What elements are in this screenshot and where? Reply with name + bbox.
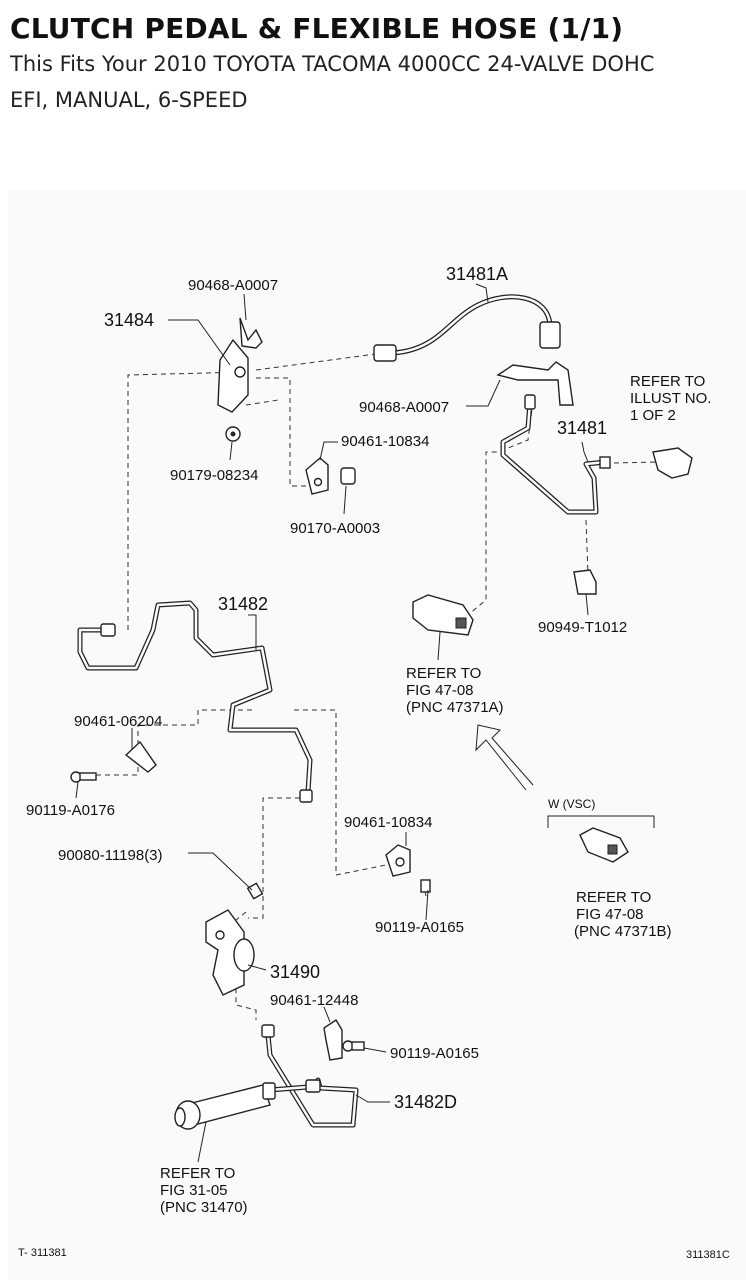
- hose-end-right: [539, 321, 561, 349]
- parts-diagram-drawing: 31481A 90468-A0007 31484 90468-A0007 REF…: [18, 264, 730, 1261]
- label-90461-12448: 90461-12448: [270, 992, 358, 1009]
- label-refer-47371a-2: FIG 47-08: [406, 682, 474, 699]
- dashed-connection-lines: [78, 352, 659, 1051]
- label-90179-08234: 90179-08234: [170, 467, 258, 484]
- label-31481A: 31481A: [446, 264, 508, 284]
- label-31484: 31484: [104, 310, 154, 330]
- clamp-90461-12448: [323, 1019, 343, 1061]
- clip-90468-mid: [496, 361, 574, 406]
- label-90119-a0165-bottom: 90119-A0165: [390, 1045, 479, 1062]
- leader-lines: [75, 283, 589, 1163]
- label-90461-06204: 90461-06204: [74, 713, 162, 730]
- label-refer-illust-3: 1 OF 2: [630, 407, 676, 424]
- label-31481: 31481: [557, 418, 607, 438]
- footer-illustration-id: T- 311381: [18, 1247, 67, 1259]
- page-title: CLUTCH PEDAL & FLEXIBLE HOSE (1/1): [10, 12, 624, 45]
- label-refer-illust-1: REFER TO: [630, 373, 705, 390]
- refer-illust-fitting: [652, 447, 693, 479]
- label-90170-a0003: 90170-A0003: [290, 520, 380, 537]
- label-90468-a0007-mid: 90468-A0007: [359, 399, 449, 416]
- hose-end-left: [373, 344, 397, 362]
- label-90468-a0007-top: 90468-A0007: [188, 277, 278, 294]
- label-90119-a0176: 90119-A0176: [26, 802, 115, 819]
- part-labels: 31481A 90468-A0007 31484 90468-A0007 REF…: [18, 264, 730, 1261]
- connector-47371B: [579, 827, 629, 863]
- parts-shapes: [70, 317, 693, 1130]
- master-cylinder-31490: [205, 909, 245, 996]
- label-refer-3105-2: FIG 31-05: [160, 1182, 228, 1199]
- clamp-90461-06204: [124, 740, 157, 773]
- reference-arrow: [475, 724, 534, 791]
- connector-47371A: [412, 594, 474, 636]
- bolt-90080: [246, 882, 264, 900]
- bolt-90119-A0165-a: [420, 879, 431, 893]
- page-header: CLUTCH PEDAL & FLEXIBLE HOSE (1/1) This …: [0, 0, 746, 190]
- label-31482D: 31482D: [394, 1092, 457, 1112]
- label-refer-47371b-2: FIG 47-08: [576, 906, 644, 923]
- label-90080-11198: 90080-11198(3): [58, 847, 163, 864]
- label-refer-3105-3: (PNC 31470): [160, 1199, 248, 1216]
- label-31482: 31482: [218, 594, 268, 614]
- nut-90170: [340, 467, 356, 485]
- label-refer-3105-1: REFER TO: [160, 1165, 235, 1182]
- parts-diagram: 31481A 90468-A0007 31484 90468-A0007 REF…: [8, 190, 746, 1280]
- label-90461-10834-top: 90461-10834: [341, 433, 429, 450]
- footer-figure-code: 311381C: [686, 1249, 730, 1261]
- label-refer-47371b-1: REFER TO: [576, 889, 651, 906]
- clip-90949: [573, 569, 597, 595]
- clamp-90461-10834-top: [305, 457, 329, 495]
- label-refer-illust-2: ILLUST NO.: [630, 390, 711, 407]
- vehicle-fit-line-2: EFI, MANUAL, 6-SPEED: [10, 88, 248, 112]
- brake-lines: [77, 294, 609, 1128]
- label-refer-47371b-3: (PNC 47371B): [574, 923, 672, 940]
- label-refer-47371a-1: REFER TO: [406, 665, 481, 682]
- vsc-bracket: [547, 815, 655, 828]
- label-90949-t1012: 90949-T1012: [538, 619, 627, 636]
- label-90119-a0165-top: 90119-A0165: [375, 919, 464, 936]
- vehicle-fit-line-1: This Fits Your 2010 TOYOTA TACOMA 4000CC…: [10, 52, 655, 76]
- label-90461-10834-bottom: 90461-10834: [344, 814, 432, 831]
- label-31490: 31490: [270, 962, 320, 982]
- label-w-vsc: W (VSC): [548, 797, 595, 811]
- label-refer-47371a-3: (PNC 47371A): [406, 699, 504, 716]
- clip-90468-top: [239, 317, 263, 349]
